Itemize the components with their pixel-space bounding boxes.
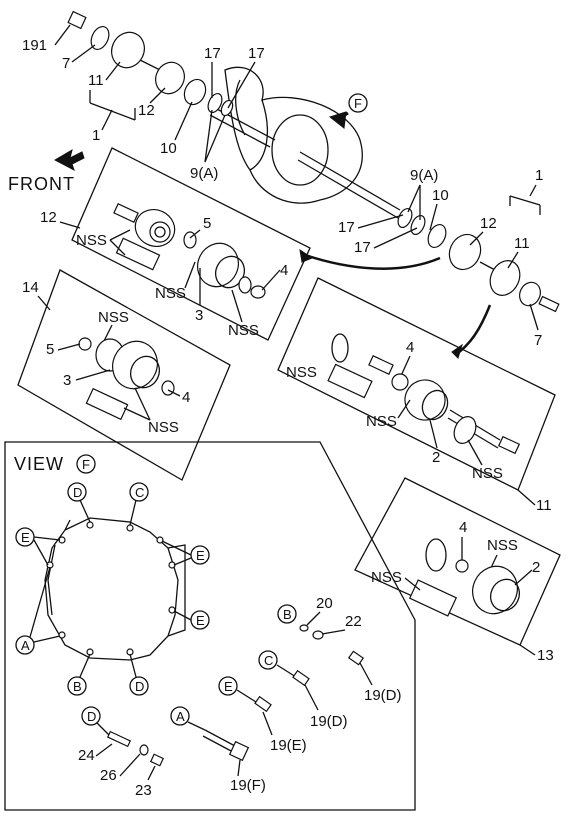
label-9a-right: 9(A): [410, 167, 438, 184]
circle-e-1: E: [21, 530, 30, 545]
label-12-right: 12: [480, 215, 497, 232]
part-26: 26: [100, 767, 117, 784]
box11-nss-8: NSS: [472, 465, 503, 482]
circle-b-1: B: [73, 679, 82, 694]
box11-nss-6: NSS: [286, 364, 317, 381]
label-7-left: 7: [62, 55, 70, 72]
label-10-left: 10: [160, 140, 177, 157]
label-10-right: 10: [432, 187, 449, 204]
label-1-left: 1: [92, 127, 100, 144]
box-14: 14 NSS 5 3 4 NSS: [17, 269, 231, 481]
box12-nss-3: NSS: [228, 322, 259, 339]
box13-nss-10: NSS: [371, 569, 402, 586]
label-11-right: 11: [514, 235, 530, 252]
box12-nss-1: NSS: [76, 232, 107, 249]
view-f-arrow: F: [328, 93, 368, 129]
part-24: 24: [78, 747, 95, 764]
box11-part-2: 2: [432, 449, 440, 466]
box14-part-5: 5: [46, 341, 54, 358]
view-f-panel: VIEW F D C E E: [4, 441, 416, 811]
part-19d-b: 19(D): [310, 713, 348, 730]
label-17-a: 17: [204, 45, 221, 62]
label-17-c: 17: [338, 219, 355, 236]
label-12-left: 12: [138, 102, 155, 119]
box11-nss-7: NSS: [366, 413, 397, 430]
circle-c-1: C: [135, 485, 144, 500]
front-indicator: FRONT: [8, 148, 85, 194]
box13-part-2: 2: [532, 559, 540, 576]
box14-nss-4: NSS: [98, 309, 129, 326]
part-23: 23: [135, 782, 152, 799]
box12-part-5: 5: [203, 215, 211, 232]
view-marker: F: [82, 457, 90, 472]
differential-housing: [224, 66, 363, 204]
left-drive-shaft: [67, 10, 276, 148]
box-11: NSS 4 NSS 2 NSS 11: [277, 277, 556, 514]
box11-label: 11: [536, 497, 552, 514]
part-19f: 19(F): [230, 777, 266, 794]
part-19e: 19(E): [270, 737, 307, 754]
box13-part-4: 4: [459, 519, 467, 536]
label-17-d: 17: [354, 239, 371, 256]
label-9a-left: 9(A): [190, 165, 218, 182]
box14-label: 14: [22, 279, 39, 296]
box12-label: 12: [40, 209, 57, 226]
f-marker: F: [354, 96, 362, 111]
box14-part-3: 3: [63, 372, 71, 389]
label-11-left: 11: [88, 72, 104, 89]
box12-part-4: 4: [280, 262, 288, 279]
label-7-right: 7: [534, 332, 542, 349]
box-13: 4 NSS 2 NSS 13: [354, 477, 561, 664]
circle-b-2: B: [283, 607, 292, 622]
box13-label: 13: [537, 647, 554, 664]
part-22: 22: [345, 613, 362, 630]
top-callouts: 191 7 11 12 1 17 17 10 9(A) 9(A) 1 17 10…: [22, 24, 543, 349]
part-20: 20: [316, 595, 333, 612]
circle-e-2: E: [196, 548, 205, 563]
box12-nss-2: NSS: [155, 285, 186, 302]
circle-d-2: D: [135, 679, 144, 694]
label-17-b: 17: [248, 45, 265, 62]
box11-part-4: 4: [406, 339, 414, 356]
box13-nss-9: NSS: [487, 537, 518, 554]
label-191: 191: [22, 37, 47, 54]
flange-bolt-holes: [46, 521, 176, 656]
view-title: VIEW: [14, 454, 64, 474]
circle-c-2: C: [264, 653, 273, 668]
label-1-right: 1: [535, 167, 543, 184]
front-label: FRONT: [8, 174, 75, 194]
part-19d-a: 19(D): [364, 687, 402, 704]
circle-a-2: A: [176, 709, 185, 724]
circle-e-3: E: [196, 613, 205, 628]
circle-e-4: E: [224, 679, 233, 694]
box-12: 12 NSS 5 4 NSS 3 NSS: [40, 147, 311, 341]
box14-nss-5: NSS: [148, 419, 179, 436]
box12-part-3: 3: [195, 307, 203, 324]
circle-d-3: D: [87, 709, 96, 724]
circle-d-1: D: [73, 485, 82, 500]
box14-part-4: 4: [182, 389, 190, 406]
circle-a-1: A: [21, 638, 30, 653]
